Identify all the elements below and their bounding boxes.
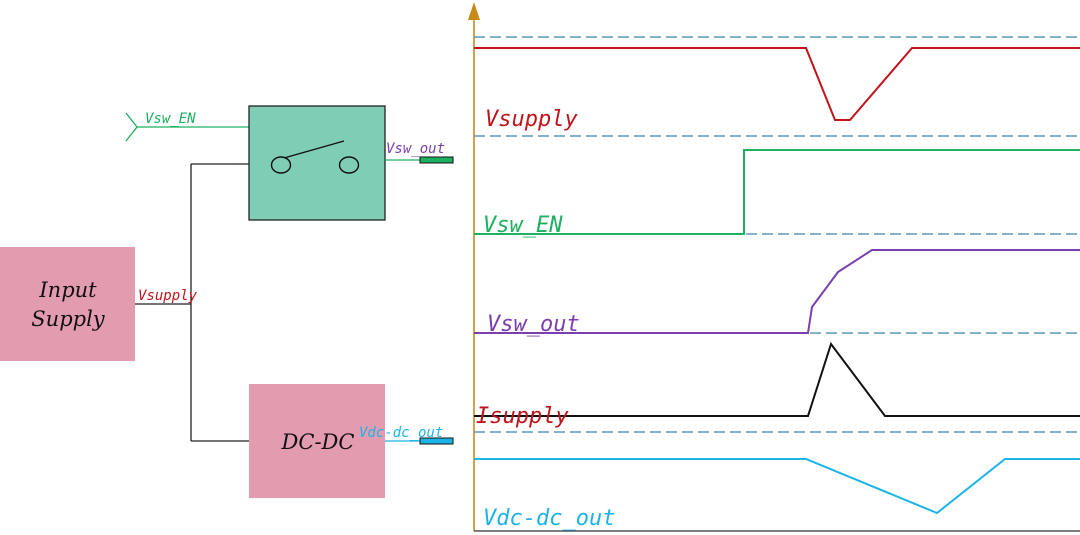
input-supply-label-line2: Supply: [31, 307, 106, 331]
vdc-dc-out-waveform-label: Vdc-dc_out: [483, 506, 615, 531]
y-axis-arrow-icon: [468, 2, 480, 20]
vsw-en-net-label: Vsw_EN: [145, 111, 196, 127]
vdc-dc-out-net-label: Vdc-dc_out: [359, 425, 443, 441]
vsupply-net-label: Vsupply: [138, 288, 198, 304]
vsw-out-waveform-label: Vsw_out: [487, 312, 580, 337]
switch-symbol-icon: [270, 140, 360, 174]
timing-plot: Vsupply Vsw_EN Vsw_out Isupply Vdc-dc_ou…: [468, 2, 1080, 532]
vsw-en-waveform: [474, 149, 1080, 235]
time-axes: [468, 2, 1080, 532]
vsw-en-input-arrow: [125, 112, 249, 142]
isupply-waveform: [474, 341, 1080, 417]
vsw-out-net-label: Vsw_out: [386, 141, 445, 157]
vsw-out-waveform: [474, 249, 1080, 334]
vsupply-waveform: [474, 47, 1080, 121]
input-supply-block: Input Supply: [0, 247, 135, 361]
vdc-dc-out-output: [385, 437, 454, 445]
dcdc-label: DC-DC: [281, 430, 355, 454]
vsw-out-output: [385, 156, 454, 164]
isupply-waveform-label: Isupply: [476, 404, 569, 429]
vsupply-waveform-label: Vsupply: [485, 107, 578, 132]
dcdc-block: DC-DC: [249, 384, 385, 498]
supply-wiring: [135, 163, 249, 442]
input-supply-label-line1: Input: [38, 278, 97, 302]
vdc-dc-out-waveform: [474, 458, 1080, 515]
schematic: Input Supply Vsupply Vsw_EN: [0, 105, 454, 498]
vsw-en-waveform-label: Vsw_EN: [483, 213, 563, 238]
load-switch-block: [248, 105, 386, 221]
